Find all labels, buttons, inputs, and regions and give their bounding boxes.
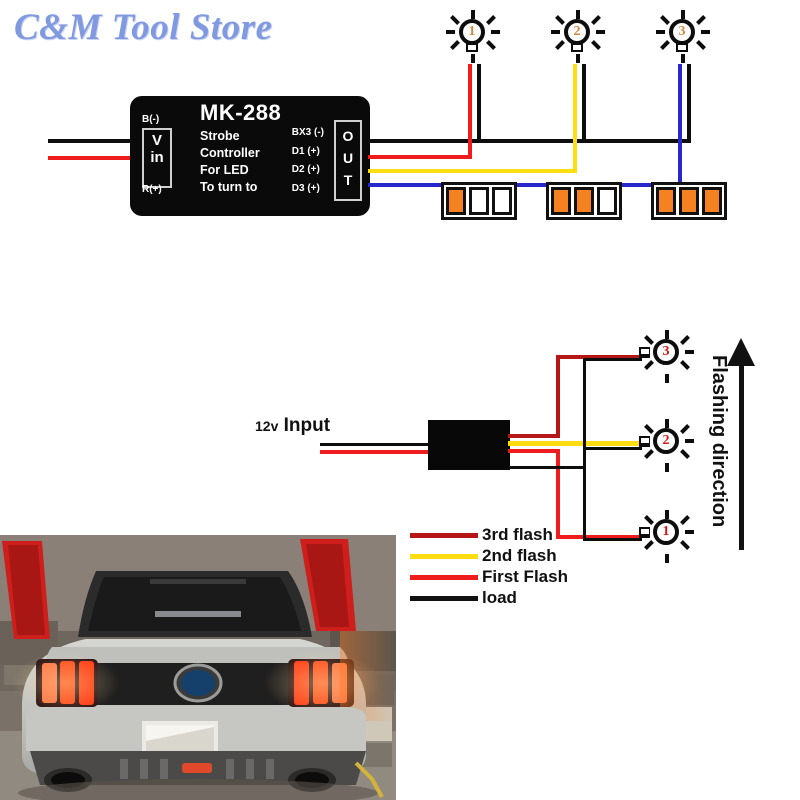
out-port-label-t: T	[343, 172, 353, 188]
controller-desc-line-3: For LED	[200, 163, 249, 177]
led-segment	[702, 187, 722, 215]
out-port-label-u: U	[342, 150, 354, 166]
top-wire-d1-vertical	[468, 64, 472, 159]
led-strip-indicator-2	[546, 182, 622, 220]
top-wire-common-negative-bus	[368, 139, 688, 143]
top-wire-d2-vertical	[573, 64, 577, 173]
bottom-wire-load-stub	[508, 466, 586, 469]
input-voltage-text: Input	[283, 415, 331, 436]
input-voltage-label: 12v Input	[255, 415, 330, 437]
mk288-controller-body: MK-288 Strobe Controller For LED To turn…	[130, 96, 370, 216]
top-wire-negative-leg-3	[687, 64, 691, 143]
led-segment	[551, 187, 571, 215]
led-strip-indicator-1	[441, 182, 517, 220]
bottom-wire-first-flash-dropper	[556, 449, 560, 539]
legend-label-3rd-flash: 3rd flash	[482, 525, 553, 544]
bottom-bulb-3: 3	[639, 330, 694, 384]
output-pin-d3: D3 (+)	[291, 182, 320, 194]
controller-model-label: MK-288	[200, 100, 282, 125]
top-input-wire-positive	[48, 156, 132, 160]
bottom-input-wire-positive	[320, 450, 430, 454]
top-bulb-3-number: 3	[678, 24, 686, 39]
output-pin-d1: D1 (+)	[291, 145, 320, 157]
legend-swatch-first-flash	[410, 575, 478, 580]
output-pin-labels: BX3 (-) D1 (+) D2 (+) D3 (+)	[292, 124, 324, 198]
bottom-wire-3rd-flash-to-bulb3	[556, 355, 642, 359]
top-bulb-1: 1	[446, 10, 500, 64]
legend-swatch-2nd-flash	[410, 554, 478, 559]
vin-port: V in	[142, 128, 172, 188]
mustang-installation-photo	[0, 535, 396, 800]
mustang-photo-illustration	[0, 535, 396, 800]
top-wire-d2-horizontal	[368, 169, 577, 173]
bottom-wire-3rd-flash-stub	[508, 434, 560, 438]
led-segment	[574, 187, 594, 215]
bottom-bulb-2-number: 2	[662, 433, 670, 448]
bottom-wire-2nd-flash-to-bulb2	[508, 441, 642, 446]
led-segment	[469, 187, 489, 215]
output-pin-d2: D2 (+)	[291, 164, 320, 175]
top-wire-negative-leg-1	[477, 64, 481, 143]
bottom-bulb-3-number: 3	[662, 344, 670, 359]
led-strip-indicator-3	[651, 182, 727, 220]
flashing-direction-label: Flashing direction	[708, 355, 730, 528]
flashing-direction-arrow-shaft-icon	[739, 360, 744, 550]
bottom-wire-first-flash-stub	[508, 449, 560, 453]
led-segment	[597, 187, 617, 215]
legend-label-2nd-flash: 2nd flash	[482, 546, 557, 565]
input-voltage-value: 12v	[255, 418, 279, 434]
top-bulb-1-number: 1	[468, 24, 476, 39]
out-port-label-o: O	[342, 128, 354, 144]
controller-desc-line-4: To turn to	[200, 180, 258, 194]
bottom-input-wire-negative	[320, 443, 430, 446]
input-pin-label-positive: R(+)	[142, 184, 162, 195]
top-bulb-2: 2	[551, 10, 605, 64]
controller-description: Strobe Controller For LED To turn to	[200, 128, 260, 196]
controller-desc-line-2: Controller	[200, 146, 260, 160]
top-wire-d3-vertical	[678, 64, 682, 187]
top-input-wire-negative	[48, 139, 132, 143]
bottom-wire-3rd-flash-riser	[556, 355, 560, 438]
legend-label-load: load	[482, 588, 517, 607]
output-pin-bx3: BX3 (-)	[291, 127, 324, 138]
bottom-bulb-1: 1	[639, 510, 694, 564]
top-wire-d3-horizontal	[368, 183, 682, 187]
bottom-bulb-2: 2	[639, 419, 694, 473]
vin-port-label-v: V	[151, 132, 162, 149]
input-pin-label-negative: B(-)	[142, 114, 160, 125]
vin-port-label-in: in	[150, 149, 164, 166]
legend-swatch-3rd-flash	[410, 533, 478, 538]
top-wire-d1-horizontal	[368, 155, 472, 159]
bottom-wire-load-to-bulb2	[583, 447, 642, 450]
legend-swatch-load	[410, 596, 478, 601]
top-bulb-2-number: 2	[573, 24, 581, 39]
store-watermark-logo: C&M Tool Store	[14, 7, 273, 48]
bottom-wire-first-flash-to-bulb1	[556, 535, 642, 539]
bottom-wire-load-to-bulb1	[583, 538, 642, 541]
bottom-wire-load-to-bulb3	[583, 358, 642, 361]
led-segment	[679, 187, 699, 215]
out-port: O U T	[334, 120, 362, 201]
top-wire-negative-leg-2	[582, 64, 586, 143]
led-segment	[656, 187, 676, 215]
legend-label-first-flash: First Flash	[482, 567, 568, 586]
controller-desc-line-1: Strobe	[200, 129, 240, 143]
led-segment	[492, 187, 512, 215]
led-segment	[446, 187, 466, 215]
top-bulb-3: 3	[656, 10, 710, 64]
bottom-controller-module	[428, 420, 510, 470]
bottom-bulb-1-number: 1	[662, 524, 670, 539]
